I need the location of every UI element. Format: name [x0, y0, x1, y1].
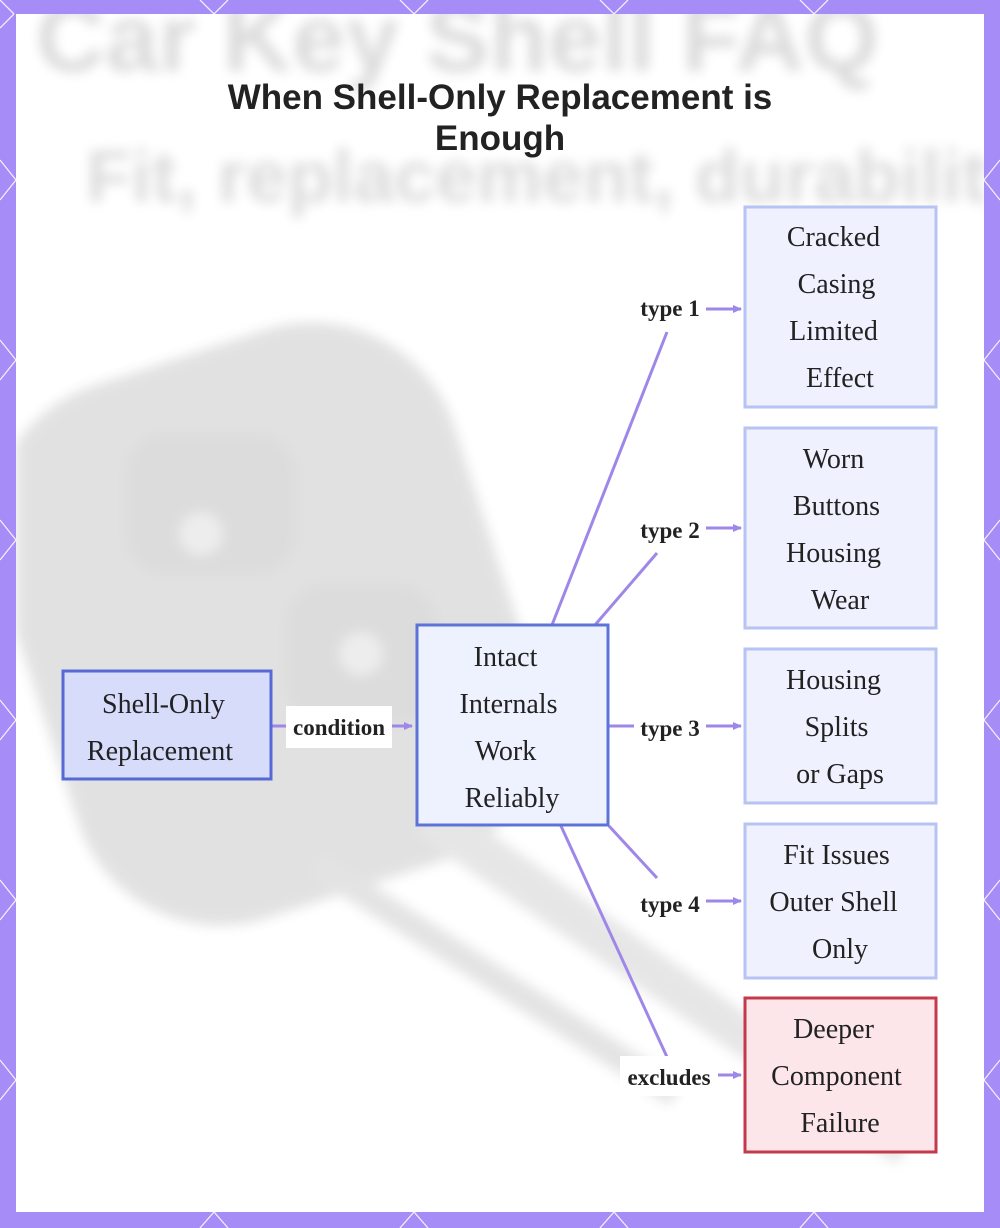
svg-text:Housing Splits: Housing Splits or Gaps	[786, 665, 888, 790]
node-cracked-casing: Cracked Casing Limited Effect	[743, 205, 938, 409]
node-fit-issues: Fit Issues Outer Shell Only	[743, 822, 938, 980]
node-deeper-component-failure: Deeper Component Failure	[743, 996, 938, 1154]
background-subheading: Fit, replacement, durability	[86, 135, 984, 218]
edge-label-type3: type 3	[634, 707, 706, 745]
node-intact-internals: Intact Internals Work Reliably	[415, 623, 610, 827]
svg-text:type 4: type 4	[640, 892, 700, 917]
svg-text:condition: condition	[293, 715, 385, 740]
edge-hub-type4	[607, 824, 659, 880]
svg-text:type 1: type 1	[640, 296, 699, 321]
svg-text:Shell-Only Replacement: Shell-Only Replacement	[87, 689, 233, 767]
background-watermark: Car Key Shell FAQ Fit, replacement, dura…	[16, 14, 984, 1212]
node-housing-splits: Housing Splits or Gaps	[743, 647, 938, 805]
svg-text:Worn Buttons H: Worn Buttons Housing Wear	[786, 444, 888, 616]
svg-text:Intact Internals: Intact Internals Work Reliably	[460, 642, 565, 814]
svg-text:Cracked Casing: Cracked Casing Limited Effect	[787, 222, 887, 394]
edge-label-condition: condition	[286, 706, 392, 748]
node-shell-only-replacement: Shell-Only Replacement	[61, 669, 273, 781]
svg-text:excludes: excludes	[627, 1065, 710, 1090]
edge-hub-type1	[550, 331, 669, 626]
svg-text:type 2: type 2	[640, 518, 699, 543]
node-worn-buttons: Worn Buttons Housing Wear	[743, 426, 938, 630]
edge-label-excludes: excludes	[620, 1056, 718, 1096]
diagram-title: When Shell-Only Replacement is Enough	[227, 78, 773, 158]
svg-text:Deeper Component: Deeper Component Failure	[771, 1014, 909, 1139]
edge-label-type1: type 1	[634, 290, 706, 328]
svg-text:Fit Issues Outer Shell: Fit Issues Outer Shell Only	[769, 840, 904, 965]
edge-label-type4: type 4	[634, 883, 706, 921]
edge-label-type2: type 2	[634, 510, 706, 548]
edge-hub-excluded	[559, 825, 669, 1058]
diagram-card: Car Key Shell FAQ Fit, replacement, dura…	[16, 14, 984, 1212]
flow-diagram: condition type 1 type 2 type 3 type 4 ex…	[61, 205, 938, 1154]
edge-hub-type2	[593, 552, 659, 626]
svg-text:type 3: type 3	[640, 716, 699, 741]
background-heading: Car Key Shell FAQ	[36, 14, 879, 92]
